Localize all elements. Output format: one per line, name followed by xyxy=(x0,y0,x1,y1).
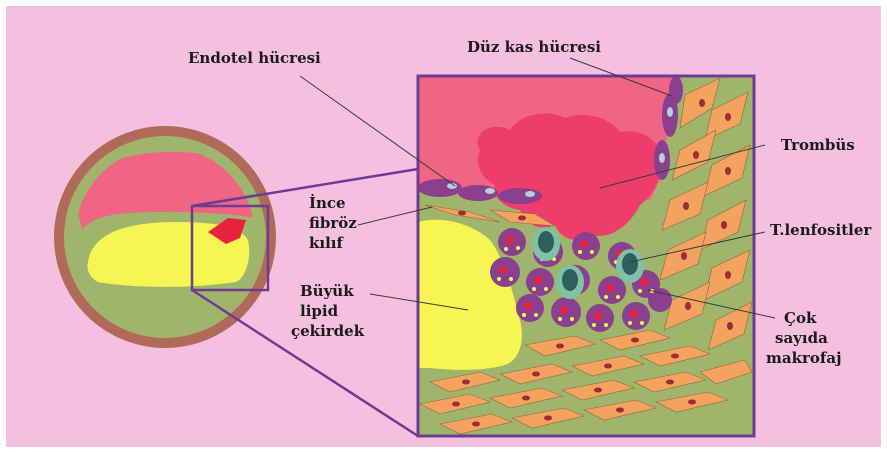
label-smooth-muscle-cell: Düz kas hücresi xyxy=(467,38,601,56)
label-thin-cap-3: kılıf xyxy=(309,234,344,252)
label-thin-cap-2: fibröz xyxy=(309,214,357,232)
label-lipid-core-1: Büyük xyxy=(300,282,354,300)
label-lipid-core-2: lipid xyxy=(300,302,339,320)
label-t-lymphocytes: T.lenfositler xyxy=(770,221,872,239)
artery-cross-section xyxy=(54,126,276,348)
label-macrophages-3: makrofaj xyxy=(766,349,842,367)
label-endothelial-cell: Endotel hücresi xyxy=(188,49,321,67)
label-macrophages-1: Çok xyxy=(784,309,817,327)
label-lipid-core-3: çekirdek xyxy=(291,322,365,340)
label-thrombus: Trombüs xyxy=(781,136,855,154)
label-macrophages-2: sayıda xyxy=(775,329,828,347)
label-thin-cap-1: İnce xyxy=(309,193,346,212)
magnified-view xyxy=(418,76,754,436)
